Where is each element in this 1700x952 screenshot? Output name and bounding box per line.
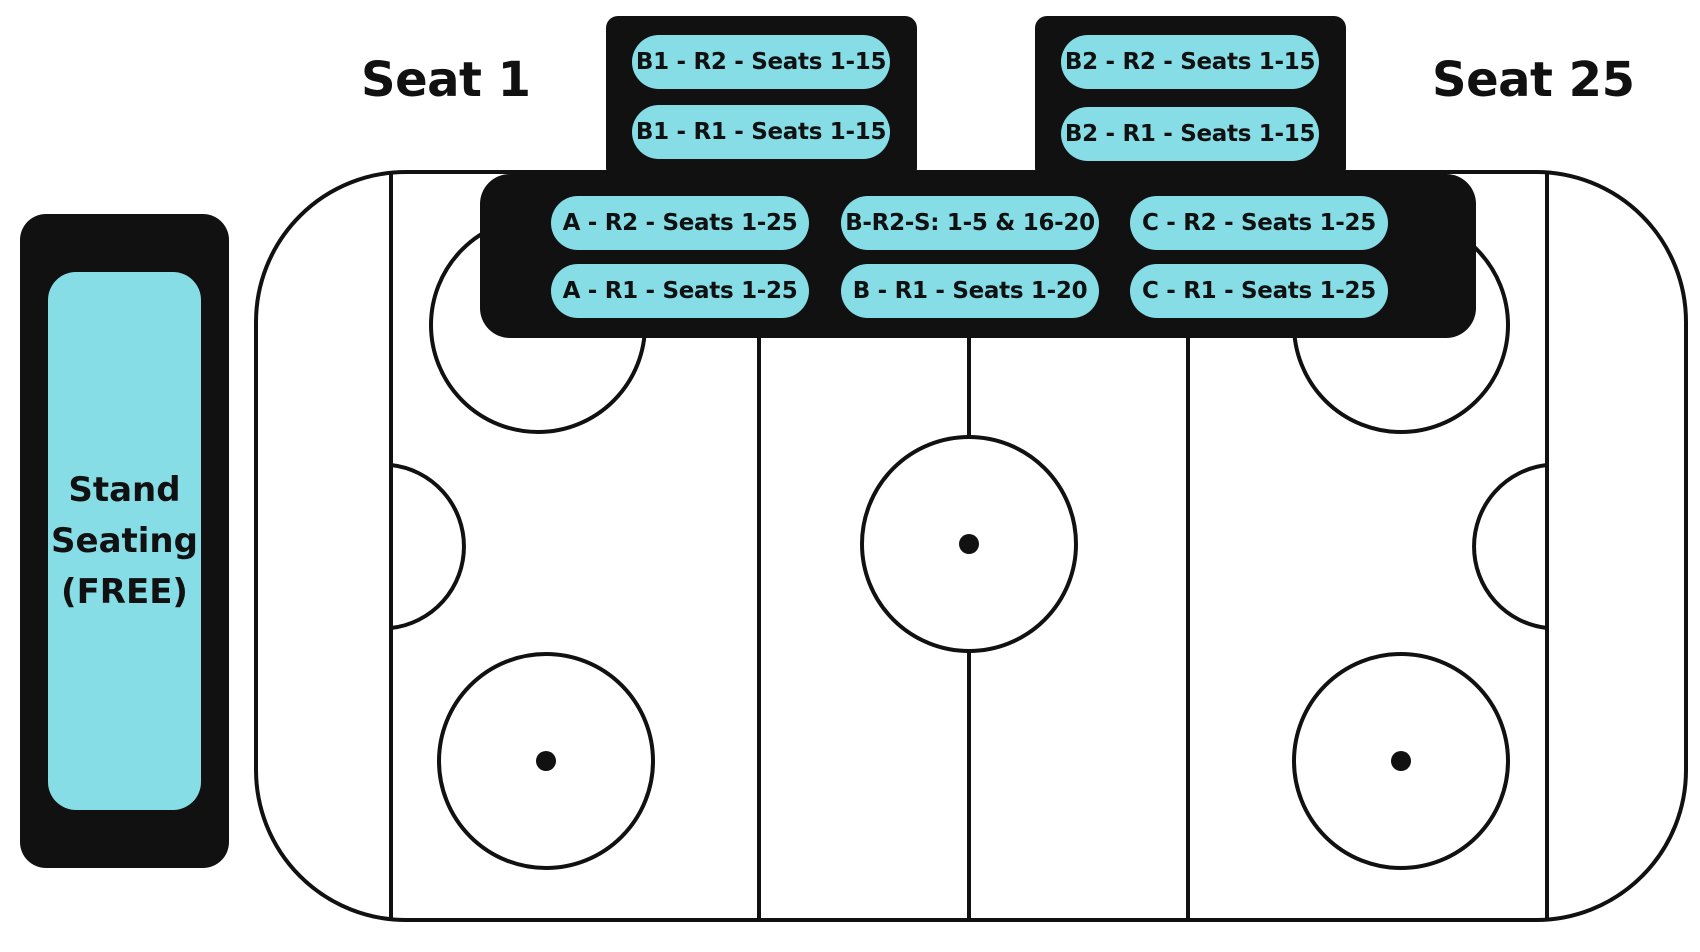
right-bottom-faceoff-dot <box>1391 751 1411 771</box>
section-b1-r2[interactable]: B1 - R2 - Seats 1-15 <box>632 35 890 89</box>
left-goal-crease <box>390 463 466 630</box>
right-bottom-faceoff-circle <box>1292 652 1510 870</box>
left-bottom-faceoff-dot <box>536 751 556 771</box>
left-bottom-faceoff-circle <box>437 652 655 870</box>
right-goal-crease <box>1472 463 1548 630</box>
section-a-r1[interactable]: A - R1 - Seats 1-25 <box>551 264 809 318</box>
section-a-r2[interactable]: A - R2 - Seats 1-25 <box>551 196 809 250</box>
center-faceoff-circle <box>860 435 1078 653</box>
seat-25-label: Seat 25 <box>1432 52 1635 108</box>
section-b-r2[interactable]: B-R2-S: 1-5 & 16-20 <box>841 196 1099 250</box>
seat-1-label: Seat 1 <box>361 52 531 108</box>
section-c-r2[interactable]: C - R2 - Seats 1-25 <box>1130 196 1388 250</box>
rink-boards <box>254 170 1688 922</box>
stand-label-line-1: Stand <box>68 469 181 510</box>
section-b2-r1[interactable]: B2 - R1 - Seats 1-15 <box>1061 107 1319 161</box>
section-b2-r2[interactable]: B2 - R2 - Seats 1-15 <box>1061 35 1319 89</box>
section-c-r1[interactable]: C - R1 - Seats 1-25 <box>1130 264 1388 318</box>
section-b1-r1[interactable]: B1 - R1 - Seats 1-15 <box>632 105 890 159</box>
section-b-r1[interactable]: B - R1 - Seats 1-20 <box>841 264 1099 318</box>
center-faceoff-dot <box>959 534 979 554</box>
stand-seating-area[interactable]: Stand Seating (FREE) <box>48 272 201 810</box>
stand-label-line-2: Seating <box>51 520 198 561</box>
stand-label-line-3: (FREE) <box>61 571 188 612</box>
